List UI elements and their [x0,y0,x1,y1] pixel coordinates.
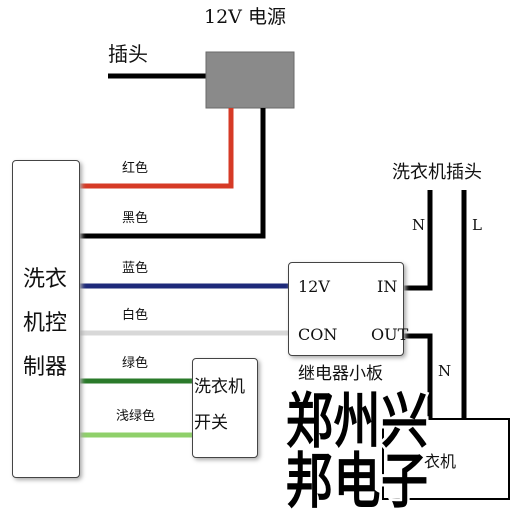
plug-label: 插头 [108,42,148,66]
red-wire [80,108,234,189]
relay-out-wire [402,333,433,420]
washer-plug-n-label: N [412,216,426,234]
controller-label-line1: 洗衣 [23,267,68,292]
relay-out-terminal: OUT [371,325,409,344]
watermark-logo: 郑州兴邦电子 [284,387,431,517]
relay-con-terminal: CON [298,325,338,344]
switch-label-line1: 洗衣机 [194,377,245,397]
washing-machine-box: 衣机 [382,418,510,500]
washer-plug-l-label: L [472,216,482,234]
power-supply-title: 12V 电源 [204,6,286,28]
washer-controller-box: 洗衣 机控 制器 [12,160,80,478]
power-supply-box [205,51,295,109]
green-wire-label: 绿色 [122,356,149,371]
washer-switch-box: 洗衣机 开关 [192,358,258,458]
lightgreen-wire-label: 浅绿色 [116,409,156,424]
controller-label-line2: 机控 [23,311,68,336]
relay-12v-terminal: 12V [298,277,330,296]
black-wire-label: 黑色 [122,211,149,226]
washer-label: 衣机 [424,452,457,471]
relay-board: 12V CON IN OUT [288,262,408,356]
washer-plug-n-wire [402,190,433,291]
relay-in-terminal: IN [377,277,398,296]
washer-plug-title: 洗衣机插头 [392,162,482,183]
washer-n-label: N [438,362,452,380]
controller-label-line3: 制器 [23,355,68,380]
red-wire-label: 红色 [122,161,149,176]
relay-board-caption: 继电器小板 [298,364,383,384]
black-wire [80,108,266,239]
wiring-diagram [80,51,467,438]
white-wire-label: 白色 [122,308,149,323]
blue-wire-label: 蓝色 [122,261,149,276]
switch-label-line2: 开关 [194,413,228,433]
